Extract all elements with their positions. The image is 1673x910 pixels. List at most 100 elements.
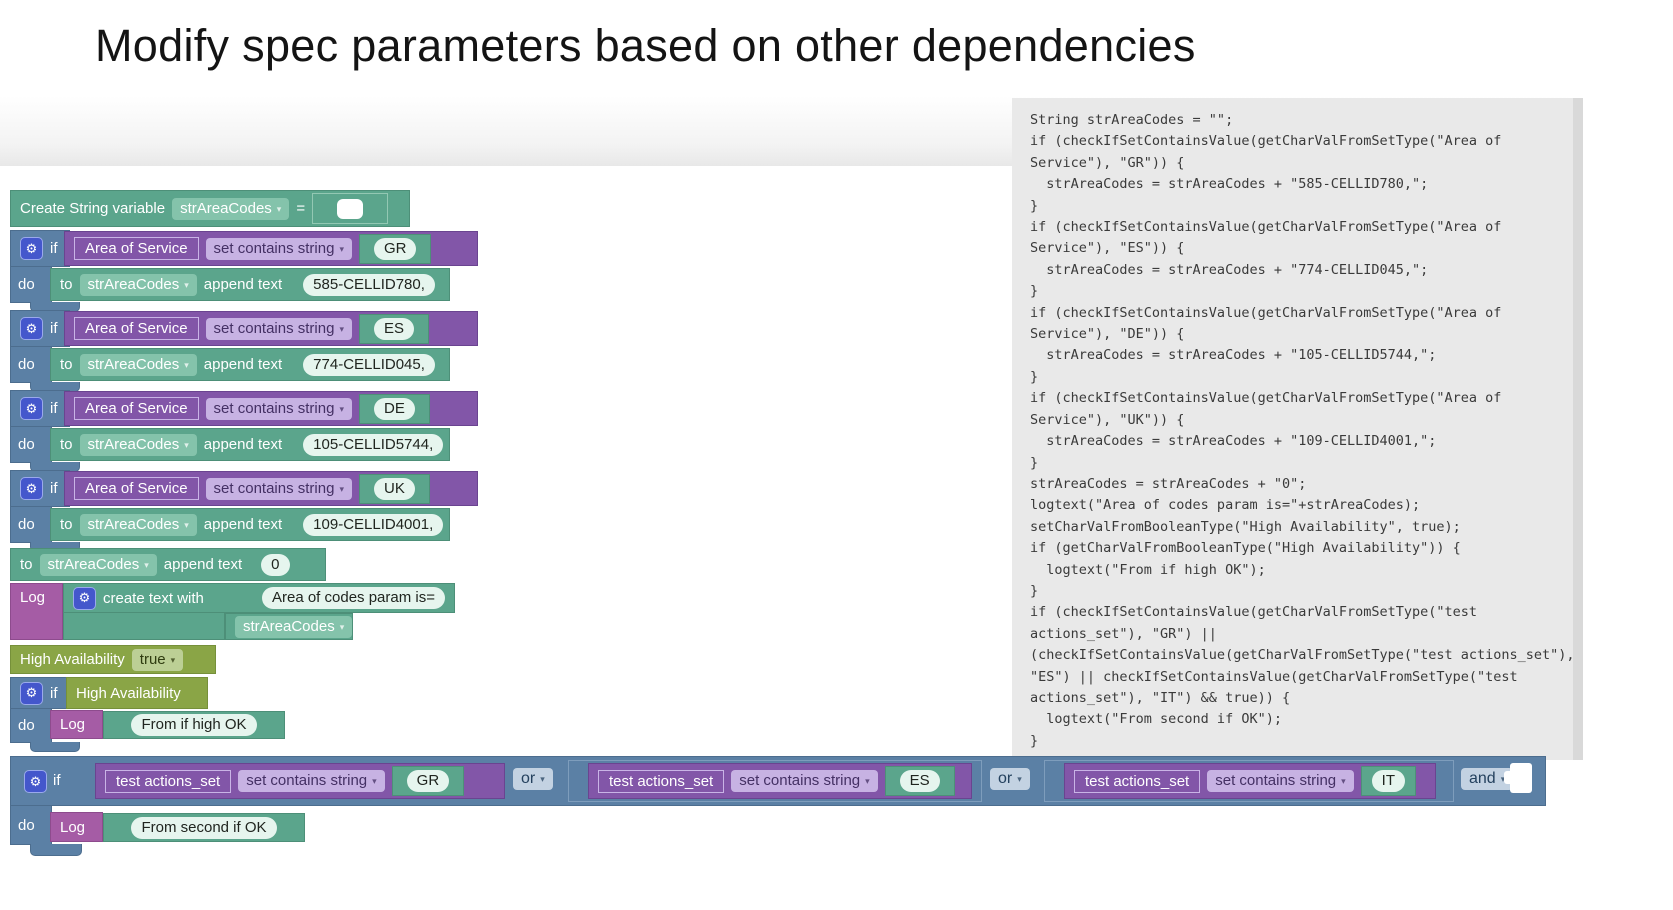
variable-dropdown[interactable]: strAreaCodes▾ — [79, 273, 197, 296]
operator-dropdown[interactable]: set contains string▾ — [205, 237, 352, 260]
do-label: do — [18, 356, 35, 373]
boolean-dropdown[interactable]: true▾ — [131, 648, 184, 671]
if-block-do-spine[interactable]: do — [10, 708, 52, 743]
set-contains-condition-block[interactable]: test actions_set set contains string▾ IT — [1064, 763, 1436, 799]
string-value-block[interactable]: IT — [1360, 766, 1417, 796]
if-block-do-spine[interactable]: do — [10, 346, 52, 383]
mutator-gear-icon[interactable]: ⚙ — [20, 477, 43, 500]
string-value-field[interactable]: ES — [373, 317, 414, 340]
variable-dropdown[interactable]: strAreaCodes▾ — [235, 615, 353, 638]
string-value-field[interactable]: IT — [1371, 770, 1406, 792]
variable-chip[interactable]: test actions_set — [598, 769, 725, 793]
set-contains-condition-block[interactable]: test actions_set set contains string▾ GR — [95, 763, 505, 799]
operator-dropdown[interactable]: set contains string▾ — [731, 770, 878, 792]
code-line: logtext("From if high OK"); — [1030, 561, 1266, 578]
variable-dropdown[interactable]: strAreaCodes▾ — [39, 553, 157, 576]
append-text-block[interactable]: to strAreaCodes▾ append text 585-CELLID7… — [50, 268, 450, 301]
if-block-do-spine[interactable]: do — [10, 426, 52, 463]
if-block-header[interactable]: ⚙ if — [10, 390, 70, 427]
if-block-do-spine[interactable]: do — [10, 266, 52, 303]
mutator-gear-icon[interactable]: ⚙ — [20, 237, 43, 260]
mutator-gear-icon[interactable]: ⚙ — [73, 586, 96, 610]
create-variable-block[interactable]: Create String variable strAreaCodes▾ = — [10, 190, 410, 227]
create-text-block[interactable]: ⚙ create text with Area of codes param i… — [63, 583, 455, 613]
string-block[interactable]: From if high OK — [103, 711, 285, 739]
append-text-field[interactable]: 109-CELLID4001, — [303, 513, 444, 536]
logic-operator-dropdown[interactable]: or▾ — [990, 768, 1030, 790]
if-block-header[interactable]: ⚙ if — [10, 470, 70, 507]
operator-dropdown[interactable]: set contains string▾ — [238, 770, 385, 792]
mutator-gear-icon[interactable]: ⚙ — [20, 397, 43, 420]
set-contains-condition-block[interactable]: Area of Service set contains string▾ DE — [64, 391, 478, 426]
string-value-block[interactable]: GR — [358, 233, 432, 264]
append-label: append text — [203, 436, 283, 453]
append-text-field[interactable]: 105-CELLID5744, — [303, 433, 444, 456]
variable-dropdown[interactable]: strAreaCodes▾ — [79, 433, 197, 456]
code-scrollbar[interactable] — [1573, 98, 1583, 760]
variable-chip[interactable]: test actions_set — [105, 769, 232, 793]
variable-chip[interactable]: Area of Service — [74, 397, 199, 420]
mutator-gear-icon[interactable]: ⚙ — [20, 681, 43, 705]
variable-dropdown[interactable]: strAreaCodes▾ — [172, 197, 290, 220]
text-field[interactable]: Area of codes param is= — [261, 587, 445, 609]
empty-boolean-socket[interactable] — [1504, 763, 1532, 793]
empty-text-field[interactable] — [337, 198, 364, 219]
string-value-block[interactable]: UK — [358, 473, 430, 504]
log-block[interactable]: Log — [10, 583, 63, 640]
string-value-block[interactable]: DE — [358, 393, 430, 424]
append-text-block[interactable]: to strAreaCodes▾ append text 109-CELLID4… — [50, 508, 450, 541]
operator-label: set contains string — [213, 239, 335, 257]
mutator-gear-icon[interactable]: ⚙ — [20, 317, 43, 340]
variable-chip[interactable]: Area of Service — [74, 317, 199, 340]
string-value-block[interactable]: ES — [358, 313, 429, 344]
variable-dropdown[interactable]: strAreaCodes▾ — [79, 353, 197, 376]
if-block-do-spine[interactable]: do — [10, 506, 52, 543]
if-block-header[interactable]: ⚙ if — [10, 310, 70, 347]
code-line: logtext("From second if OK"); — [1030, 711, 1282, 728]
append-text-block[interactable]: to strAreaCodes▾ append text 0 — [10, 548, 326, 581]
set-contains-condition-block[interactable]: Area of Service set contains string▾ GR — [64, 231, 478, 266]
set-contains-condition-block[interactable]: test actions_set set contains string▾ ES — [588, 763, 972, 799]
set-boolean-block[interactable]: High Availability true▾ — [10, 645, 216, 674]
string-value-block[interactable]: ES — [884, 766, 955, 796]
string-value-field[interactable]: DE — [373, 397, 415, 420]
logic-operator-dropdown[interactable]: and▾ — [1461, 768, 1514, 790]
append-text-field[interactable]: 585-CELLID780, — [303, 273, 435, 296]
string-value-field[interactable]: ES — [899, 770, 940, 792]
variable-chip[interactable]: Area of Service — [74, 477, 199, 500]
append-text-block[interactable]: to strAreaCodes▾ append text 774-CELLID0… — [50, 348, 450, 381]
string-block[interactable]: From second if OK — [103, 813, 305, 842]
log-block[interactable]: Log — [50, 710, 103, 739]
variable-dropdown[interactable]: strAreaCodes▾ — [79, 513, 197, 536]
string-value-field[interactable]: From if high OK — [131, 714, 257, 736]
do-label: do — [18, 717, 35, 734]
string-value-field[interactable]: UK — [373, 477, 415, 500]
variable-chip[interactable]: test actions_set — [1074, 769, 1201, 793]
append-text-block[interactable]: to strAreaCodes▾ append text 105-CELLID5… — [50, 428, 450, 461]
string-value-field[interactable]: From second if OK — [131, 816, 277, 839]
log-block[interactable]: Log — [50, 812, 103, 842]
if-block-header[interactable]: ⚙ if — [10, 230, 70, 267]
string-value-block[interactable]: GR — [391, 766, 465, 796]
operator-dropdown[interactable]: set contains string▾ — [205, 477, 352, 500]
empty-value-socket[interactable] — [312, 193, 389, 224]
set-contains-condition-block[interactable]: Area of Service set contains string▾ UK — [64, 471, 478, 506]
mutator-gear-icon[interactable]: ⚙ — [24, 770, 47, 793]
dropdown-caret-icon: ▾ — [170, 654, 176, 665]
if-block-do-spine[interactable]: do — [10, 805, 52, 845]
dropdown-caret-icon: ▾ — [276, 203, 282, 214]
boolean-getter-block[interactable]: High Availability — [66, 677, 208, 709]
variable-chip[interactable]: Area of Service — [74, 237, 199, 260]
if-block-header[interactable]: ⚙ if — [10, 677, 70, 709]
append-text-field[interactable]: 0 — [261, 553, 290, 576]
set-contains-condition-block[interactable]: Area of Service set contains string▾ ES — [64, 311, 478, 346]
string-value-field[interactable]: GR — [406, 770, 450, 792]
operator-dropdown[interactable]: set contains string▾ — [1207, 770, 1354, 792]
logic-operator-dropdown[interactable]: or▾ — [513, 768, 553, 790]
operator-dropdown[interactable]: set contains string▾ — [205, 397, 352, 420]
string-value-field[interactable]: GR — [373, 237, 417, 260]
operator-dropdown[interactable]: set contains string▾ — [205, 317, 352, 340]
create-text-block-body[interactable] — [63, 613, 225, 640]
variable-getter-block[interactable]: strAreaCodes▾ — [225, 613, 353, 640]
append-text-field[interactable]: 774-CELLID045, — [303, 353, 435, 376]
